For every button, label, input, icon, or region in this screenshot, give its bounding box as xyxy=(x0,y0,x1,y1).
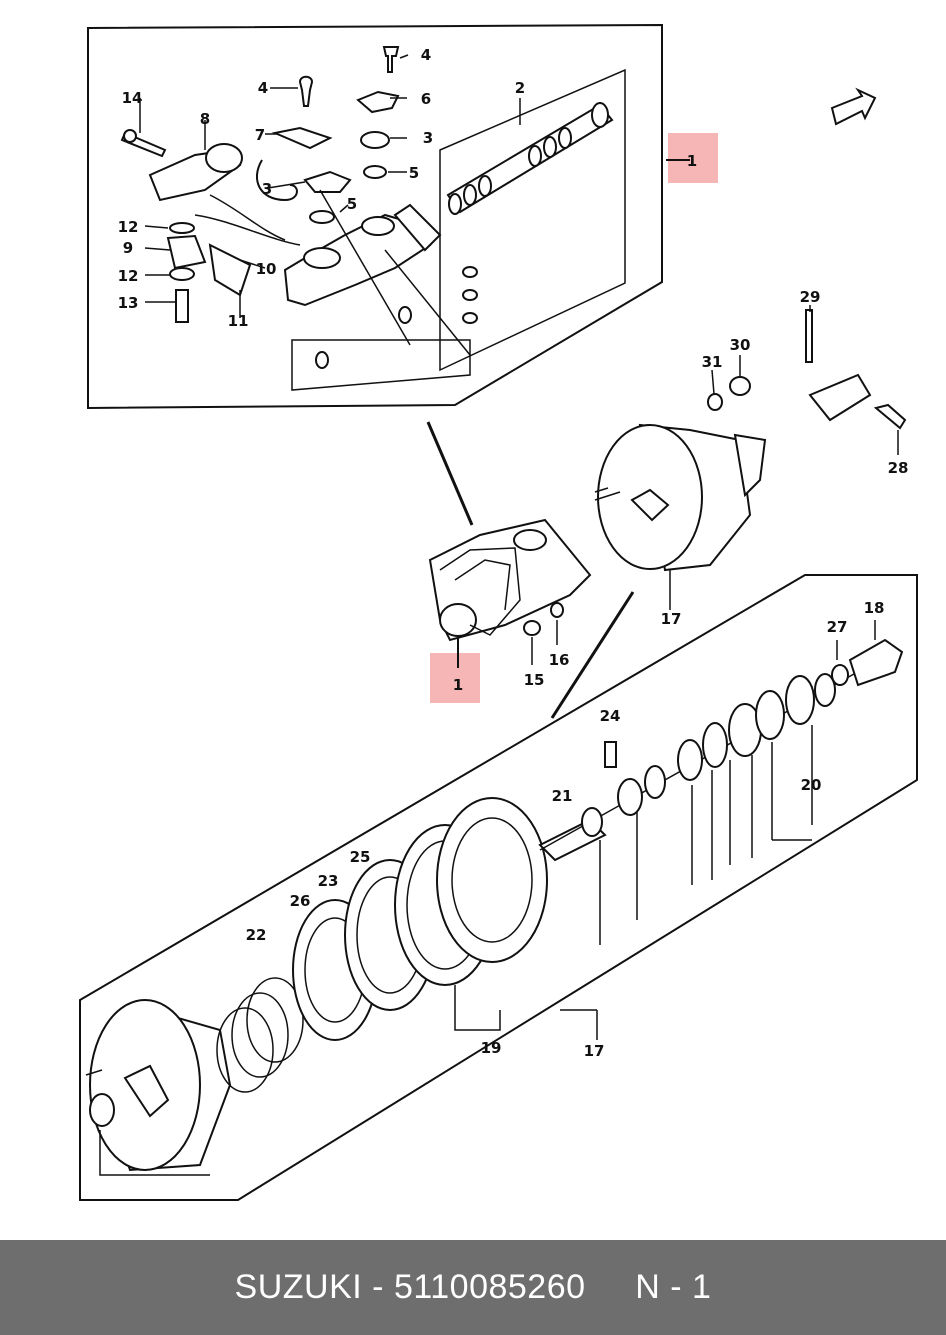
master-cylinder-frame xyxy=(87,23,663,410)
callout-19: 19 xyxy=(481,1039,502,1057)
brake-booster xyxy=(594,423,767,610)
callout-1-mid: 1 xyxy=(453,676,463,694)
callout-15: 15 xyxy=(524,671,545,689)
callout-13: 13 xyxy=(118,294,139,312)
footer-bar: SUZUKI - 5110085260 N - 1 xyxy=(0,1240,946,1335)
callout-16: 16 xyxy=(549,651,570,669)
highlight-1-top xyxy=(668,133,718,183)
rear-shell xyxy=(436,797,548,963)
brake-master-cylinder-booster-diagram: 1 1 2 3 3 4 4 5 5 6 7 8 9 10 11 12 12 13… xyxy=(79,23,918,1201)
callout-20: 20 xyxy=(801,776,822,794)
callout-30: 30 xyxy=(730,336,751,354)
callout-9: 9 xyxy=(123,239,133,257)
callout-10: 10 xyxy=(256,260,277,278)
callout-14: 14 xyxy=(122,89,143,107)
callout-3-a: 3 xyxy=(423,129,433,147)
callout-18: 18 xyxy=(864,599,885,617)
callout-7: 7 xyxy=(255,126,265,144)
callout-12-b: 12 xyxy=(118,267,139,285)
part-number: 5110085260 xyxy=(393,1268,586,1306)
parts-diagram: 1 1 2 3 3 4 4 5 5 6 7 8 9 10 11 12 12 13… xyxy=(79,23,918,1201)
callout-2: 2 xyxy=(515,79,525,97)
callout-4-b: 4 xyxy=(258,79,268,97)
callout-5-b: 5 xyxy=(347,195,357,213)
callout-22: 22 xyxy=(246,926,267,944)
callout-26: 26 xyxy=(290,892,311,910)
master-cylinder-assembly xyxy=(428,518,592,665)
brand-name: SUZUKI xyxy=(234,1268,363,1306)
callout-17-bottom: 17 xyxy=(584,1042,605,1060)
lower-bolt-frame xyxy=(291,339,471,391)
callout-27: 27 xyxy=(827,618,848,636)
reference-number: N - 1 xyxy=(635,1268,712,1306)
callout-23: 23 xyxy=(318,872,339,890)
callout-25: 25 xyxy=(350,848,371,866)
booster-exploded-frame xyxy=(79,574,918,1201)
callout-31: 31 xyxy=(702,353,723,371)
highlight-1-mid xyxy=(430,653,480,703)
caption-separator: - xyxy=(362,1268,394,1306)
callout-29: 29 xyxy=(800,288,821,306)
callout-11: 11 xyxy=(228,312,249,330)
callout-17-mid: 17 xyxy=(661,610,682,628)
part-caption: SUZUKI - 5110085260 N - 1 xyxy=(235,1268,712,1307)
callout-24: 24 xyxy=(600,707,621,725)
piston-assembly xyxy=(446,102,614,215)
callout-3-b: 3 xyxy=(262,180,272,198)
caption-gap xyxy=(586,1268,636,1306)
callout-12-a: 12 xyxy=(118,218,139,236)
callout-6: 6 xyxy=(421,90,431,108)
piston-group-frame xyxy=(439,68,626,372)
callout-5-a: 5 xyxy=(409,164,419,182)
callout-1-top: 1 xyxy=(687,152,697,170)
callout-8: 8 xyxy=(200,110,210,128)
callout-4-a: 4 xyxy=(421,46,431,64)
front-arrow-icon xyxy=(830,87,877,126)
booster-front-shell xyxy=(85,999,232,1172)
callout-21: 21 xyxy=(552,787,573,805)
return-spring xyxy=(216,977,304,1093)
callout-28: 28 xyxy=(888,459,909,477)
